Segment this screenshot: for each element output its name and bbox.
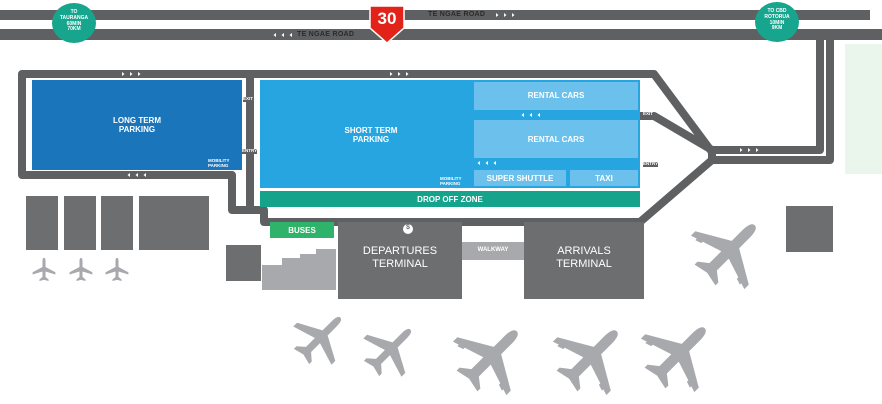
- departures-label: DEPARTURES TERMINAL: [338, 245, 462, 270]
- dest-left-line-2: TAURANGA: [59, 14, 89, 21]
- arrivals-terminal: [524, 222, 644, 299]
- rental-cars-2-label: RENTAL CARS: [527, 135, 585, 144]
- destination-tauranga: TO TAURANGA 60MIN 70KM: [55, 9, 93, 33]
- mobility-parking-long: MOBILITY PARKING: [208, 158, 230, 169]
- speed-limit-value: 30: [377, 9, 397, 28]
- exit-sign-2: EXIT: [643, 111, 654, 117]
- long-term-line-1: LONG TERM: [113, 116, 161, 125]
- dest-left-line-4: 70KM: [67, 26, 81, 33]
- mobility-1-line-1: MOBILITY: [208, 158, 230, 163]
- rental-cars-1-bg: [474, 82, 638, 110]
- buses-label: BUSES: [288, 226, 316, 235]
- short-term-line-2: PARKING: [352, 135, 390, 145]
- super-shuttle-bg: [474, 170, 566, 186]
- dest-right-line-4: 9KM: [771, 25, 783, 32]
- road-top: [0, 10, 870, 20]
- buses-zone: [270, 222, 334, 238]
- destination-rotorua: TO CBD ROTORUA 10MIN 9KM: [758, 8, 796, 32]
- drop-off-zone: [260, 191, 640, 207]
- walkway: [462, 242, 524, 260]
- departures-line-2: TERMINAL: [372, 257, 428, 270]
- long-term-parking: [32, 80, 242, 170]
- road-label-top: TE NGAE ROAD: [428, 11, 486, 18]
- short-term-label: SHORT TERM PARKING: [316, 126, 426, 144]
- super-shuttle-label: SUPER SHUTTLE: [486, 174, 554, 183]
- road-label-bottom: TE NGAE ROAD: [297, 31, 355, 38]
- mobility-2-line-2: PARKING: [440, 180, 461, 186]
- rental-cars-1-label: RENTAL CARS: [527, 91, 585, 100]
- dest-right-line-3: 10MIN: [769, 19, 785, 26]
- long-term-label: LONG TERM PARKING: [82, 116, 192, 134]
- dest-left-line-1: TO: [70, 9, 78, 15]
- departures-line-1: DEPARTURES: [362, 245, 438, 257]
- rental-cars-2-bg: [474, 120, 638, 158]
- taxi-bg: [570, 170, 638, 186]
- dest-right-line-1: TO CBD: [767, 8, 787, 14]
- mobility-parking-short: MOBILITY PARKING: [440, 176, 462, 187]
- road-bottom: [0, 29, 882, 40]
- arrivals-line-2: TERMINAL: [556, 257, 612, 270]
- arrivals-line-1: ARRIVALS: [557, 245, 611, 257]
- departures-terminal: [338, 222, 462, 299]
- mobility-1-line-2: PARKING: [208, 162, 229, 168]
- speed-sign: [369, 5, 405, 45]
- dest-left-line-3: 60MIN: [66, 20, 82, 27]
- atm-icon: $: [406, 224, 410, 231]
- taxi-label: TAXI: [595, 174, 613, 183]
- dest-right-line-2: ROTORUA: [764, 13, 790, 20]
- walkway-label: WALKWAY: [477, 247, 509, 253]
- entry-sign-2: ENTRY: [643, 161, 659, 167]
- drop-off-label: DROP OFF ZONE: [417, 195, 483, 204]
- arrivals-label: ARRIVALS TERMINAL: [524, 245, 644, 270]
- exit-sign-1: EXIT: [243, 96, 254, 102]
- short-term-line-1: SHORT TERM: [344, 126, 398, 135]
- entry-sign-1: ENTRY: [242, 148, 258, 154]
- long-term-line-2: PARKING: [118, 125, 156, 135]
- mobility-2-line-1: MOBILITY: [440, 176, 462, 181]
